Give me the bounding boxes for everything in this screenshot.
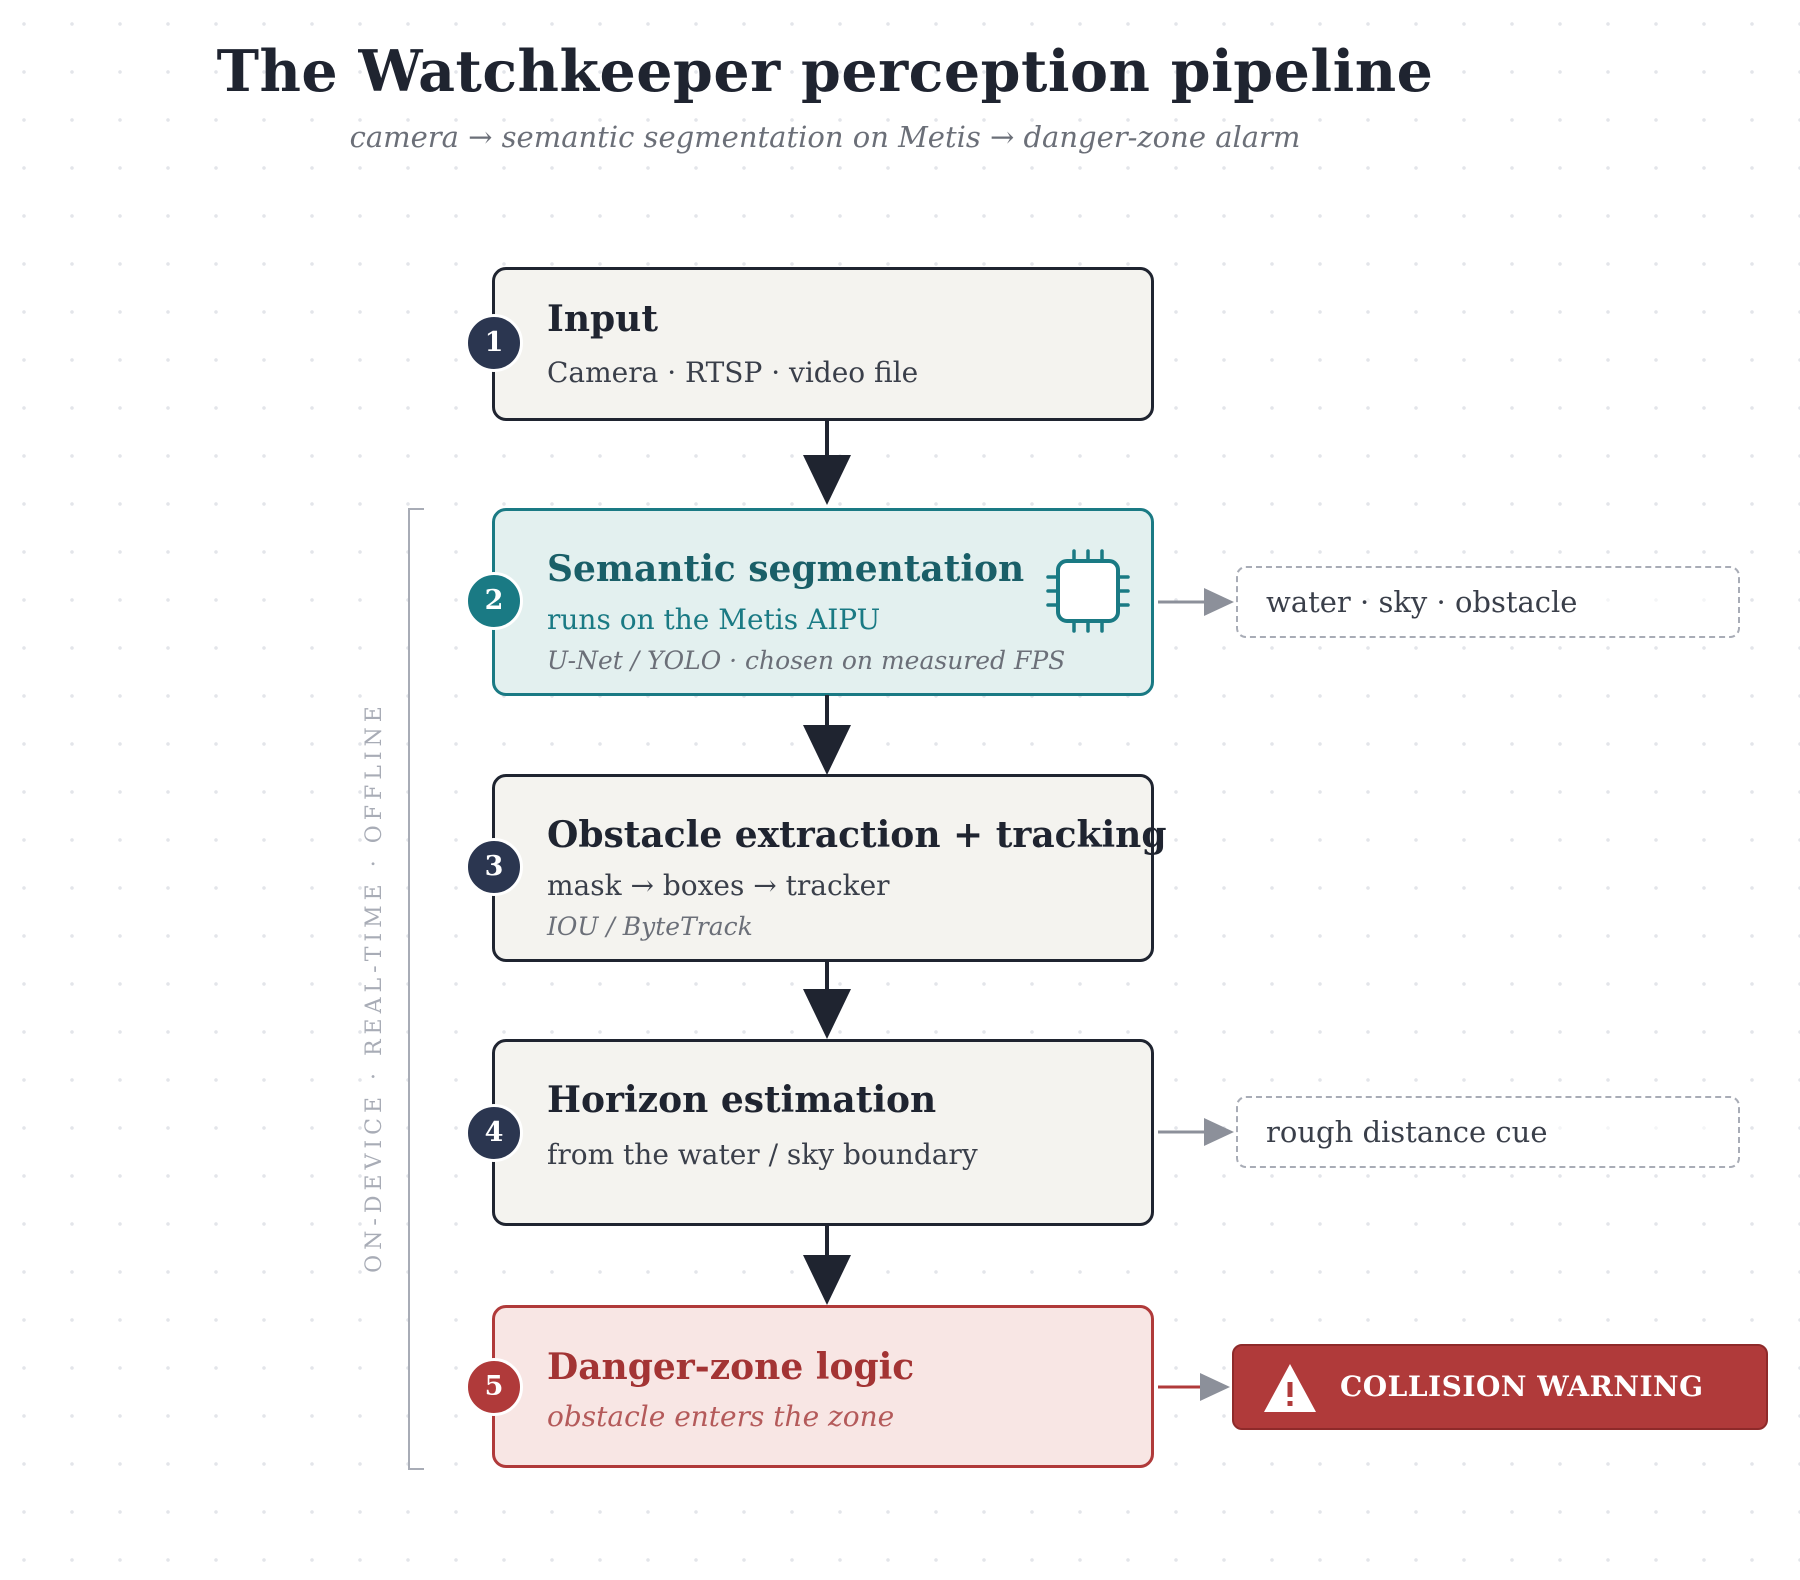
- distance-cue-note: rough distance cue: [1236, 1096, 1740, 1168]
- step-title: Input: [547, 298, 658, 340]
- step-horizon-estimation: 4 Horizon estimation from the water / sk…: [465, 1039, 1154, 1226]
- step-subtitle: Camera · RTSP · video file: [547, 356, 919, 389]
- chip-icon: [1046, 549, 1130, 633]
- warning-triangle-icon: [1264, 1364, 1316, 1412]
- flow-arrow: [803, 419, 851, 505]
- step-detail: U-Net / YOLO · chosen on measured FPS: [547, 646, 1066, 675]
- on-device-label: ON-DEVICE · REAL-TIME · OFFLINE: [362, 701, 387, 1273]
- step-danger-zone-logic: 5 Danger-zone logic obstacle enters the …: [465, 1305, 1154, 1468]
- diagram-title: The Watchkeeper perception pipeline: [216, 38, 1434, 105]
- step-number-badge: 4: [465, 1104, 523, 1162]
- diagram-subtitle: camera → semantic segmentation on Metis …: [349, 120, 1301, 154]
- step-obstacle-tracking: 3 Obstacle extraction + tracking mask → …: [465, 774, 1167, 962]
- step-number-badge: 1: [465, 314, 523, 372]
- flow-arrow: [803, 960, 851, 1039]
- step-title: Danger-zone logic: [547, 1346, 915, 1388]
- step-title: Obstacle extraction + tracking: [547, 814, 1167, 856]
- flow-arrow: [803, 695, 851, 775]
- collision-warning-alarm: COLLISION WARNING: [1232, 1344, 1768, 1430]
- step-detail: IOU / ByteTrack: [547, 912, 753, 941]
- step-subtitle: from the water / sky boundary: [547, 1138, 978, 1171]
- on-device-bracket: [408, 508, 424, 1470]
- step-number-badge: 3: [465, 838, 523, 896]
- step-number-badge: 5: [465, 1358, 523, 1416]
- output-arrow: [1158, 1118, 1234, 1146]
- flow-arrow: [803, 1224, 851, 1305]
- step-title: Semantic segmentation: [547, 548, 1025, 590]
- collision-warning-label: COLLISION WARNING: [1340, 1370, 1704, 1403]
- step-input: 1 Input Camera · RTSP · video file: [465, 267, 1154, 421]
- alarm-arrow: [1158, 1373, 1230, 1401]
- step-semantic-segmentation: 2 Semantic segmentation runs on the Meti…: [465, 508, 1154, 696]
- step-number-badge: 2: [465, 572, 523, 630]
- step-subtitle: mask → boxes → tracker: [547, 869, 890, 902]
- step-subtitle: obstacle enters the zone: [547, 1400, 895, 1433]
- step-subtitle: runs on the Metis AIPU: [547, 603, 881, 636]
- segmentation-classes-note: water · sky · obstacle: [1236, 566, 1740, 638]
- output-arrow: [1158, 588, 1234, 616]
- step-title: Horizon estimation: [547, 1079, 937, 1121]
